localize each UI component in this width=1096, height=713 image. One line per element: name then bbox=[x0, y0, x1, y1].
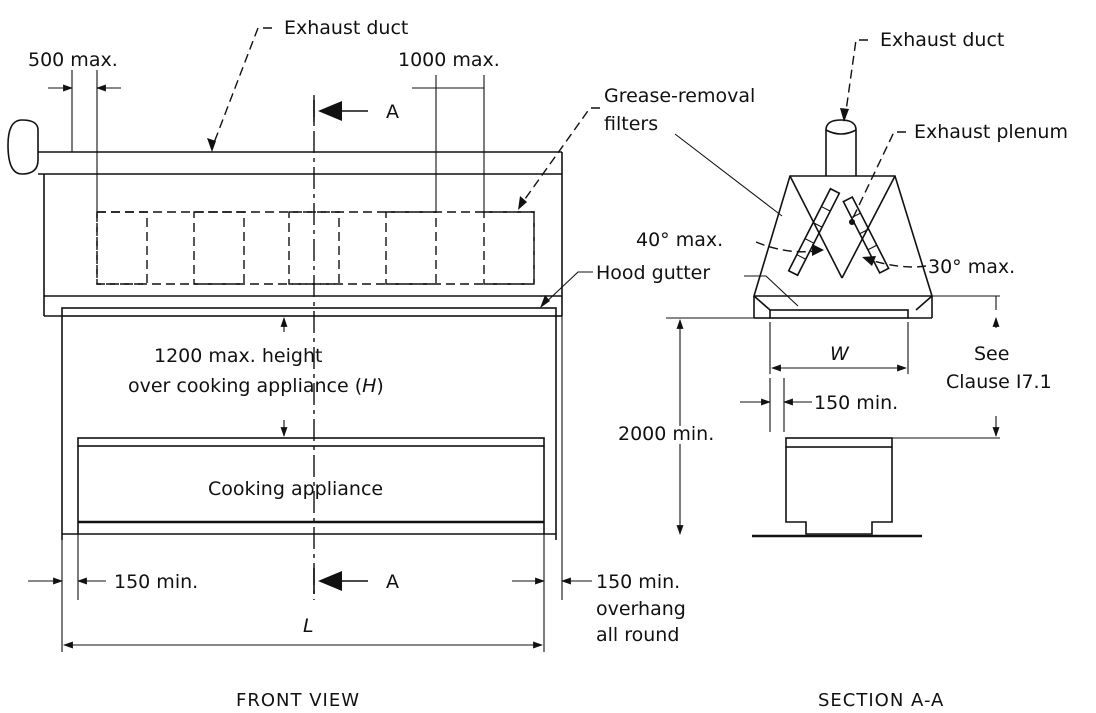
overhang-right-label-3: all round bbox=[596, 624, 679, 646]
section-filters bbox=[674, 133, 890, 277]
angle-left-label: 40° max. bbox=[636, 229, 723, 251]
dim-W-label: W bbox=[830, 343, 850, 365]
front-view: 500 max. 1000 max. Exhaust duct Grease-r… bbox=[7, 17, 755, 711]
hood-body bbox=[43, 152, 563, 317]
section-view: Exhaust duct bbox=[596, 29, 1068, 711]
dim-500-label: 500 max. bbox=[28, 49, 118, 71]
front-exhaust-leader: Exhaust duct bbox=[207, 17, 408, 152]
hood-gutter-leader bbox=[540, 271, 593, 308]
clause-label-2: Clause I7.1 bbox=[946, 371, 1052, 393]
hood-gutter-label: Hood gutter bbox=[596, 262, 710, 284]
grease-label-1: Grease-removal bbox=[604, 85, 755, 107]
grease-leader: Grease-removal filters bbox=[518, 85, 755, 210]
overhang-left-label: 150 min. bbox=[114, 571, 198, 593]
dim-1200-label-2: over cooking appliance (H) bbox=[128, 375, 384, 397]
cooking-appliance-label: Cooking appliance bbox=[208, 478, 383, 500]
dim-clause: See Clause I7.1 bbox=[892, 295, 1052, 439]
dim-1000-label: 1000 max. bbox=[398, 49, 500, 71]
section-appliance bbox=[752, 437, 922, 538]
front-view-caption: FRONT VIEW bbox=[236, 690, 360, 711]
dim-L: L bbox=[61, 600, 545, 652]
angle-30: 30° max. bbox=[862, 256, 1015, 278]
cooking-appliance: Cooking appliance bbox=[61, 316, 557, 540]
dim-1200: 1200 max. height over cooking appliance … bbox=[128, 317, 384, 437]
section-caption: SECTION A-A bbox=[818, 690, 944, 711]
overhang-right-label-1: 150 min. bbox=[596, 571, 680, 593]
grease-filters bbox=[96, 211, 535, 285]
front-exhaust-duct-label: Exhaust duct bbox=[284, 17, 408, 39]
section-exhaust-duct: Exhaust duct bbox=[825, 29, 1004, 176]
dim-W: W bbox=[769, 322, 909, 374]
angle-40: 40° max. bbox=[636, 229, 824, 256]
plenum-leader: Exhaust plenum bbox=[849, 121, 1068, 225]
overhang-right-label-2: overhang bbox=[596, 598, 686, 620]
overhang-dims: 150 min. 150 min. overhang all round bbox=[28, 316, 686, 646]
section-marker-bottom-label: A bbox=[386, 571, 399, 593]
dim-2000-label: 2000 min. bbox=[618, 423, 714, 445]
section-gutter-leader: Hood gutter bbox=[596, 262, 799, 307]
exhaust-plenum-label: Exhaust plenum bbox=[914, 121, 1068, 143]
dim-150-gap: 150 min. bbox=[740, 378, 898, 432]
grease-label-2: filters bbox=[604, 113, 658, 135]
section-exhaust-label: Exhaust duct bbox=[880, 29, 1004, 51]
dim-1000: 1000 max. bbox=[398, 49, 500, 212]
dim-1200-text: over cooking appliance ( bbox=[128, 375, 362, 397]
angle-right-label: 30° max. bbox=[928, 256, 1015, 278]
section-marker-bottom: A bbox=[313, 568, 399, 594]
gap-label: 150 min. bbox=[814, 392, 898, 414]
section-marker-top: A bbox=[313, 100, 399, 123]
front-exhaust-duct bbox=[7, 119, 562, 175]
dim-1200-close: ) bbox=[376, 375, 383, 397]
dim-L-label: L bbox=[303, 615, 314, 637]
section-hood bbox=[752, 175, 934, 319]
section-marker-top-label: A bbox=[386, 101, 399, 123]
dim-500: 500 max. bbox=[28, 49, 121, 212]
clause-label-1: See bbox=[974, 343, 1009, 365]
dim-1200-H: H bbox=[362, 375, 376, 397]
dim-2000: 2000 min. bbox=[618, 317, 754, 535]
dim-1200-label-1: 1200 max. height bbox=[154, 345, 322, 367]
